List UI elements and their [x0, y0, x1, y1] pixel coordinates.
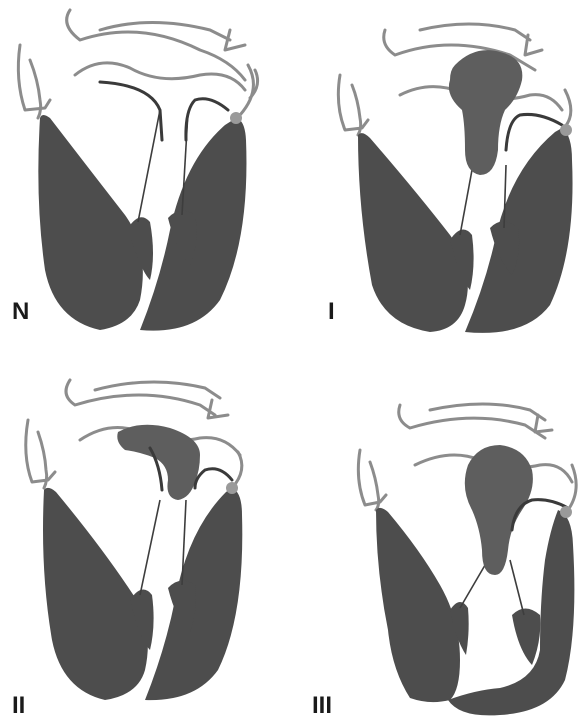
aortic-outline	[399, 404, 552, 438]
aortic-outline	[67, 10, 245, 80]
left-vessel-outline	[338, 75, 368, 135]
vegetation-mass	[449, 50, 522, 175]
panel-label-n: N	[12, 300, 29, 324]
annulus-node	[226, 482, 238, 494]
vegetation-mass	[465, 445, 533, 575]
chorda-left	[140, 500, 160, 595]
chorda-right	[510, 560, 524, 615]
panel-label-i: I	[328, 300, 335, 324]
vegetation-mass	[117, 425, 200, 500]
papillary-right	[512, 609, 540, 666]
left-vessel-outline	[26, 420, 55, 488]
posterior-leaflet	[195, 469, 232, 488]
left-vessel-outline	[358, 450, 386, 510]
panel-ii-drawing	[0, 370, 290, 724]
panel-i-drawing	[300, 0, 583, 350]
right-vessel-outline	[568, 465, 576, 510]
septum-wall	[38, 115, 143, 330]
annulus-node	[230, 112, 242, 124]
septum-wall	[376, 508, 460, 702]
chorda-left	[460, 560, 488, 608]
aortic-outline	[66, 380, 228, 418]
chorda-left	[138, 110, 160, 222]
atrial-outline	[75, 63, 245, 90]
panel-iii-drawing	[300, 370, 583, 724]
panel-ii: II	[0, 370, 290, 724]
panel-iii: III	[300, 370, 583, 724]
septum-wall	[358, 133, 468, 332]
septum-wall	[43, 488, 148, 700]
annulus-node	[560, 506, 572, 518]
panel-n: N	[0, 0, 290, 350]
right-vessel-outline	[240, 65, 258, 115]
chorda-left	[460, 170, 472, 235]
panel-n-drawing	[0, 0, 290, 350]
panel-i: I	[300, 0, 583, 350]
panel-label-iii: III	[312, 694, 332, 718]
anterior-leaflet	[100, 82, 162, 140]
left-vessel-outline	[18, 45, 50, 118]
panel-label-ii: II	[12, 694, 25, 718]
annulus-node	[560, 124, 572, 136]
